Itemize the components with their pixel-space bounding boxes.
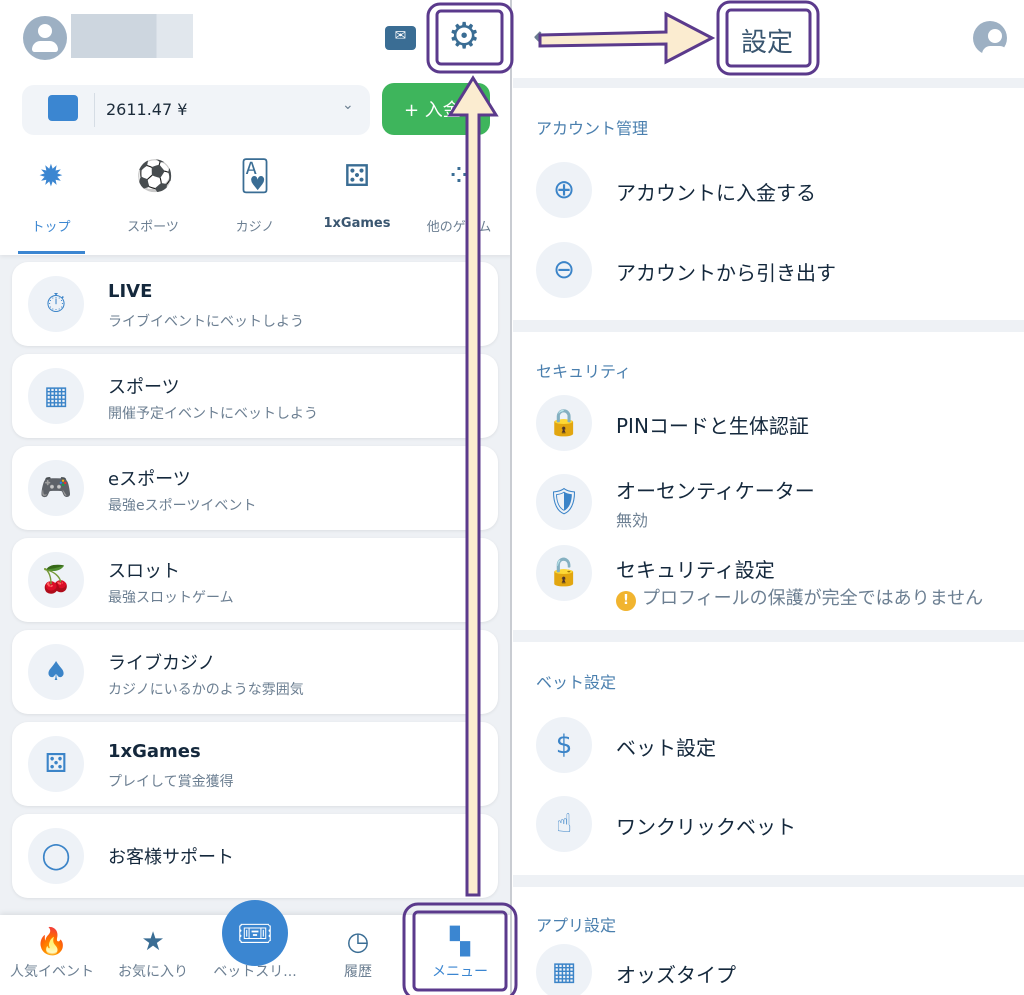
- tap-hand-icon: ☝: [536, 796, 592, 852]
- tab-other-games[interactable]: ⁘他のゲーム: [426, 159, 492, 236]
- warning-text: プロフィールの保護が完全ではありません: [642, 588, 984, 609]
- avatar[interactable]: [23, 16, 67, 60]
- nav-betslip[interactable]: ベットスリ...: [213, 964, 297, 980]
- lock-keypad-icon: 🔒: [536, 395, 592, 451]
- padlock-icon: 🔓: [536, 545, 592, 601]
- nav-menu[interactable]: ▚メニュー: [408, 927, 510, 981]
- dice-icon: ⚄: [28, 736, 84, 792]
- menu-screen: ✉ ⚙ 2611.47 ¥ ⌄ + 入金 ✹トップ ⚽スポーツ 🂱カジノ ⚄1x…: [0, 0, 512, 995]
- grid-icon: ▚: [450, 927, 470, 957]
- wallet-icon: [48, 95, 78, 121]
- tab-top[interactable]: ✹トップ: [31, 159, 71, 236]
- chevron-down-icon: ⌄: [342, 97, 354, 113]
- stopwatch-icon: ⏱: [28, 276, 84, 332]
- username-redacted: [71, 14, 193, 58]
- gamepad-icon: 🎮: [28, 460, 84, 516]
- bet-settings-item[interactable]: $ベット設定: [513, 710, 1024, 780]
- settings-screen: ← 設定 アカウント管理 ⊕アカウントに入金する ⊖アカウントから引き出す セキ…: [513, 0, 1024, 995]
- ticket-icon: 🎟: [237, 916, 273, 950]
- deposit-button[interactable]: + 入金: [382, 83, 490, 135]
- divider: [94, 93, 95, 127]
- active-tab-indicator: [18, 251, 85, 254]
- section-bet-settings: ベット設定 $ベット設定 ☝ワンクリックベット: [513, 642, 1024, 875]
- pin-biometrics-item[interactable]: 🔒PINコードと生体認証: [513, 388, 1024, 458]
- settings-header: ← 設定: [513, 0, 1024, 78]
- cherry-icon: 🍒: [28, 552, 84, 608]
- dice-icon: ⚄: [343, 159, 371, 194]
- cards-icon: 🂱: [239, 159, 271, 194]
- grid-icon: ▦: [536, 944, 592, 995]
- menu-card-sports[interactable]: ▦スポーツ開催予定イベントにベットしよう: [12, 354, 498, 438]
- menu-header: ✉ ⚙ 2611.47 ¥ ⌄ + 入金 ✹トップ ⚽スポーツ 🂱カジノ ⚄1x…: [0, 0, 510, 255]
- section-header: アカウント管理: [536, 119, 649, 138]
- tab-sports[interactable]: ⚽スポーツ: [127, 159, 179, 236]
- star-badge-icon: ✹: [38, 159, 64, 194]
- menu-card-slots[interactable]: 🍒スロット最強スロットゲーム: [12, 538, 498, 622]
- star-icon: ★: [141, 927, 165, 957]
- menu-card-support[interactable]: ◯お客様サポート: [12, 814, 498, 898]
- coin-cycle-icon: $: [536, 717, 592, 773]
- support-icon: ◯: [28, 828, 84, 884]
- soccer-ball-icon: ⚽: [136, 159, 174, 194]
- odds-type-item[interactable]: ▦オッズタイプ: [513, 937, 1024, 995]
- avatar[interactable]: [973, 21, 1008, 57]
- deposit-item[interactable]: ⊕アカウントに入金する: [513, 155, 1024, 225]
- balance-amount: 2611.47 ¥: [106, 100, 188, 119]
- back-arrow-icon[interactable]: ←: [533, 20, 557, 53]
- balance-selector[interactable]: 2611.47 ¥ ⌄: [22, 85, 370, 135]
- section-header: アプリ設定: [536, 916, 617, 935]
- menu-card-esports[interactable]: 🎮eスポーツ最強eスポーツイベント: [12, 446, 498, 530]
- calendar-icon: ▦: [28, 368, 84, 424]
- menu-card-live-casino[interactable]: ♠ライブカジノカジノにいるかのような雰囲気: [12, 630, 498, 714]
- wallet-plus-icon: ⊕: [536, 162, 592, 218]
- flame-icon: 🔥: [35, 927, 69, 957]
- wallet-minus-icon: ⊖: [536, 242, 592, 298]
- section-header: ベット設定: [536, 673, 617, 692]
- page-title: 設定: [741, 28, 794, 58]
- tab-casino[interactable]: 🂱カジノ: [235, 159, 275, 236]
- withdraw-item[interactable]: ⊖アカウントから引き出す: [513, 235, 1024, 305]
- section-app-settings: アプリ設定 ▦オッズタイプ: [513, 887, 1024, 995]
- nav-popular[interactable]: 🔥人気イベント: [0, 927, 104, 981]
- tab-1xgames[interactable]: ⚄1xGames: [323, 159, 391, 232]
- authenticator-item[interactable]: 🛡オーセンティケーター無効: [513, 467, 1024, 537]
- dots-icon: ⁘: [446, 159, 472, 194]
- section-header: セキュリティ: [536, 362, 632, 381]
- mail-icon[interactable]: ✉: [385, 26, 416, 50]
- one-click-bet-item[interactable]: ☝ワンクリックベット: [513, 789, 1024, 859]
- betslip-button[interactable]: 🎟: [222, 900, 288, 966]
- shield-check-icon: 🛡: [536, 474, 592, 530]
- gear-icon[interactable]: ⚙: [448, 16, 481, 57]
- clock-icon: ◷: [346, 927, 370, 957]
- nav-favorites[interactable]: ★お気に入り: [101, 927, 205, 981]
- warning-icon: !: [616, 591, 636, 611]
- nav-history[interactable]: ◷履歴: [306, 927, 410, 981]
- section-security: セキュリティ 🔒PINコードと生体認証 🛡オーセンティケーター無効 🔓セキュリテ…: [513, 332, 1024, 630]
- section-account: アカウント管理 ⊕アカウントに入金する ⊖アカウントから引き出す: [513, 88, 1024, 320]
- security-settings-item[interactable]: 🔓セキュリティ設定!プロフィールの保護が完全ではありません: [513, 538, 1024, 611]
- spade-icon: ♠: [28, 644, 84, 700]
